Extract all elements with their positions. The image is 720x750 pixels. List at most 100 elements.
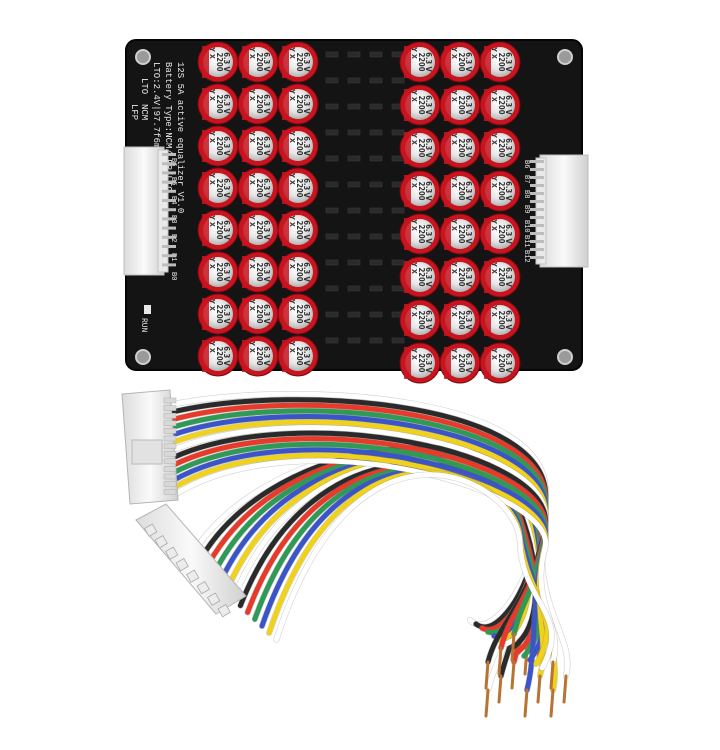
board-title-line1: 12S 5A active equalizer V1.0 (175, 62, 185, 213)
svg-text:Y X: Y X (288, 256, 296, 269)
svg-text:Y X: Y X (288, 88, 296, 101)
svg-text:2200: 2200 (215, 53, 224, 72)
svg-text:Y X: Y X (208, 256, 216, 269)
svg-text:Y X: Y X (450, 132, 458, 145)
svg-text:2200: 2200 (497, 182, 506, 201)
svg-text:2200: 2200 (417, 53, 426, 72)
svg-text:Y X: Y X (450, 89, 458, 102)
left-pin-label: B0 (169, 272, 177, 280)
svg-text:2200: 2200 (215, 305, 224, 324)
svg-text:6.3 V: 6.3 V (464, 224, 473, 244)
center-pads (325, 51, 405, 344)
svg-text:2200: 2200 (215, 221, 224, 240)
svg-text:Y X: Y X (288, 340, 296, 353)
svg-text:Y X: Y X (208, 214, 216, 227)
svg-text:Y X: Y X (450, 175, 458, 188)
right-board-connector (530, 154, 589, 268)
svg-text:2200: 2200 (295, 179, 304, 198)
svg-text:6.3 V: 6.3 V (302, 136, 311, 156)
svg-text:Y X: Y X (208, 130, 216, 143)
svg-text:2200: 2200 (497, 53, 506, 72)
svg-text:2200: 2200 (457, 96, 466, 115)
svg-text:2200: 2200 (255, 137, 264, 156)
svg-text:2200: 2200 (417, 139, 426, 158)
svg-text:6.3 V: 6.3 V (302, 178, 311, 198)
right-pin-label: B12 (522, 250, 530, 263)
mounting-holes (135, 49, 573, 365)
board-title-line2: Battery Type:NCM/LFP/LTO (163, 62, 173, 192)
right-pin-label: B7 (522, 175, 530, 183)
svg-text:2200: 2200 (255, 95, 264, 114)
type-label-lfp: LFP (129, 104, 139, 120)
svg-text:Y X: Y X (248, 130, 256, 143)
svg-text:Y X: Y X (450, 46, 458, 59)
svg-text:2200: 2200 (457, 53, 466, 72)
svg-text:Y X: Y X (410, 175, 418, 188)
svg-text:6.3 V: 6.3 V (424, 353, 433, 373)
svg-text:6.3 V: 6.3 V (262, 220, 271, 240)
svg-text:6.3 V: 6.3 V (504, 181, 513, 201)
svg-text:Y X: Y X (410, 261, 418, 274)
svg-text:6.3 V: 6.3 V (464, 353, 473, 373)
svg-text:6.3 V: 6.3 V (222, 304, 231, 324)
wire-harness (121, 389, 571, 718)
svg-text:6.3 V: 6.3 V (262, 178, 271, 198)
svg-text:Y X: Y X (288, 46, 296, 59)
svg-text:Y X: Y X (490, 347, 498, 360)
svg-text:Y X: Y X (248, 298, 256, 311)
svg-text:Y X: Y X (208, 88, 216, 101)
svg-text:Y X: Y X (450, 261, 458, 274)
svg-text:2200: 2200 (417, 354, 426, 373)
svg-text:6.3 V: 6.3 V (464, 95, 473, 115)
right-pin-label: B10 (522, 220, 530, 233)
svg-text:6.3 V: 6.3 V (504, 310, 513, 330)
svg-text:2200: 2200 (417, 311, 426, 330)
svg-text:Y X: Y X (208, 298, 216, 311)
svg-text:2200: 2200 (457, 354, 466, 373)
harness-connector-top (121, 389, 179, 505)
svg-text:6.3 V: 6.3 V (222, 262, 231, 282)
svg-text:2200: 2200 (215, 95, 224, 114)
svg-text:2200: 2200 (295, 53, 304, 72)
svg-text:2200: 2200 (215, 179, 224, 198)
right-pin-label: B9 (522, 205, 530, 213)
svg-text:6.3 V: 6.3 V (222, 136, 231, 156)
svg-text:2200: 2200 (255, 53, 264, 72)
svg-text:Y X: Y X (208, 172, 216, 185)
svg-text:2200: 2200 (417, 96, 426, 115)
svg-text:Y X: Y X (410, 132, 418, 145)
left-pin-label: B1 (169, 253, 177, 261)
svg-text:2200: 2200 (255, 347, 264, 366)
svg-text:6.3 V: 6.3 V (424, 138, 433, 158)
svg-text:6.3 V: 6.3 V (222, 220, 231, 240)
svg-text:6.3 V: 6.3 V (504, 138, 513, 158)
svg-text:Y X: Y X (410, 89, 418, 102)
svg-text:2200: 2200 (497, 96, 506, 115)
svg-text:6.3 V: 6.3 V (464, 181, 473, 201)
svg-text:6.3 V: 6.3 V (222, 52, 231, 72)
svg-text:Y X: Y X (490, 46, 498, 59)
board-title-line3: LTO:2.4V|97.7f6mm (151, 62, 161, 154)
svg-text:Y X: Y X (288, 130, 296, 143)
